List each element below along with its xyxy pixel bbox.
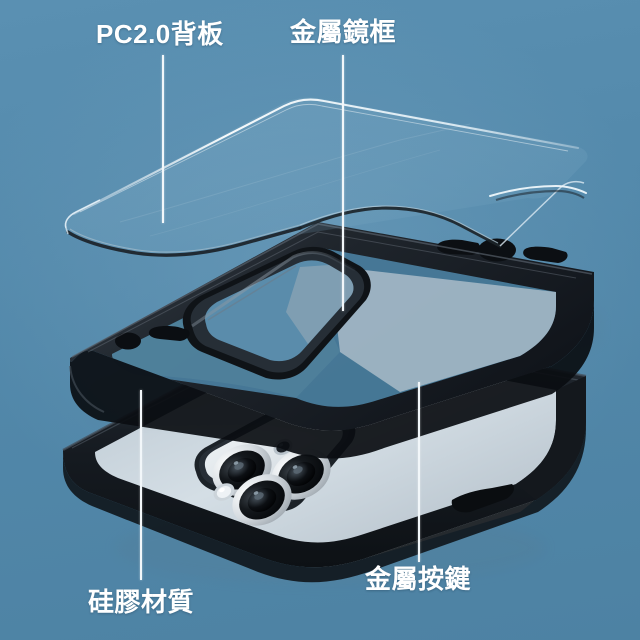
callout-label-silicone-material: 硅膠材質 [88,587,195,617]
camera-module [194,397,356,526]
camera-lens-1 [212,444,272,496]
silicone-case-frame [69,222,600,459]
clear-polycarbonate-back-panel [64,97,588,257]
camera-flash [213,483,235,501]
camera-lens-ring [182,246,371,380]
camera-lens-3 [232,474,292,526]
leader-line-metal-buttons [418,382,420,562]
charging-port-cutout-top [478,238,516,262]
callout-label-pc-backplate: PC2.0背板 [96,19,224,49]
leader-line-pc-backplate [162,55,164,223]
leader-line-silicone-material [140,390,142,580]
charging-port-cutout [451,484,514,513]
speaker-cutouts [437,238,568,263]
bumper-right-wall [516,376,586,500]
mute-switch-cutout [115,326,190,350]
case-bottom-wall [70,272,594,459]
callout-label-metal-lens-frame: 金屬鏡框 [290,17,397,47]
leader-line-metal-lens-frame [342,55,344,311]
callout-label-metal-buttons: 金屬按鍵 [365,564,472,594]
panel-glass-surface [65,97,588,256]
